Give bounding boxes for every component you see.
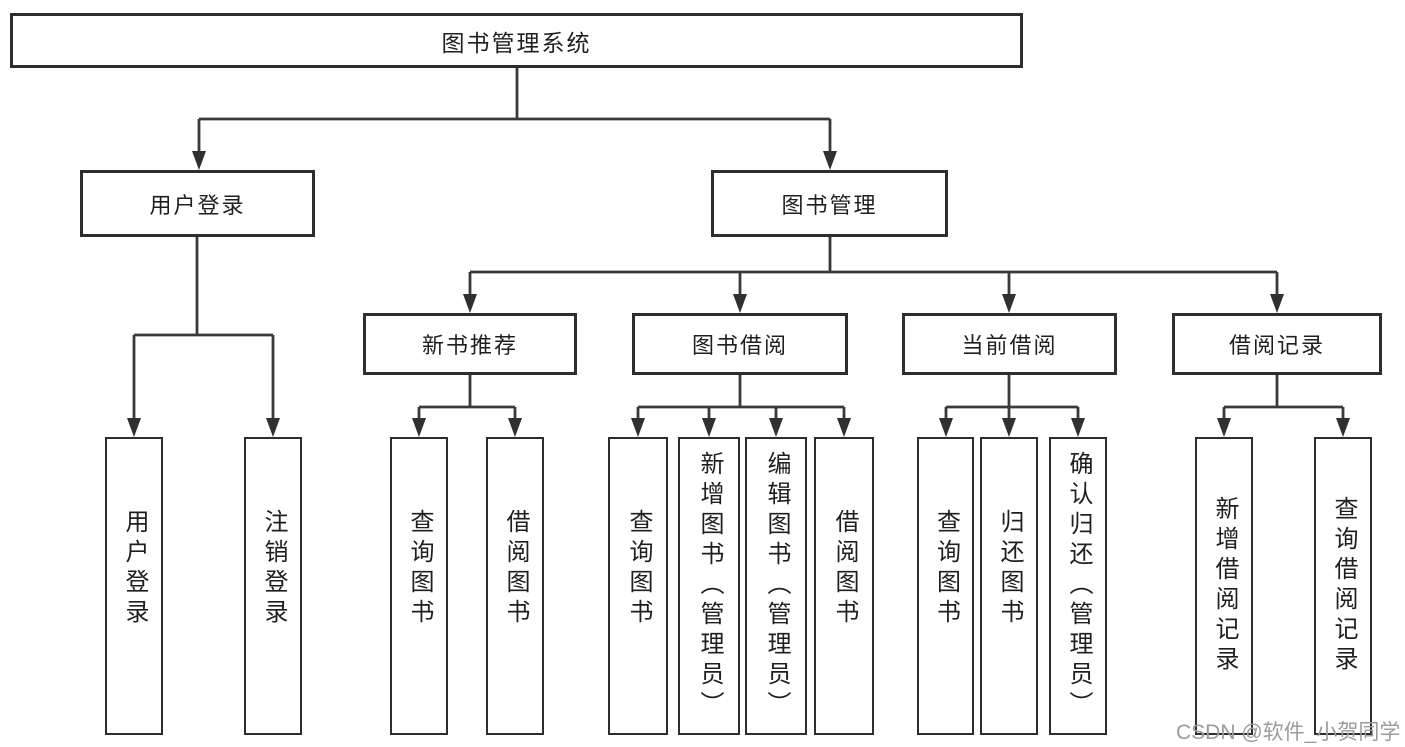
node-label: 查询图书	[625, 509, 652, 629]
node-label: 查询图书	[406, 509, 433, 629]
leaf-add-borrow-record: 新增借阅记录	[1195, 437, 1253, 735]
node-label: 编辑图书（管理员）	[763, 451, 790, 721]
leaf-query-books-current: 查询图书	[917, 437, 974, 735]
node-label: 借阅图书	[831, 509, 858, 629]
leaf-borrow-books: 借阅图书	[814, 437, 874, 735]
node-label: 图书管理系统	[441, 29, 592, 56]
node-label: 当前借阅	[961, 333, 1058, 358]
node-label: 用户登录	[121, 509, 148, 629]
watermark-text: CSDN @软件_小贺同学	[1176, 721, 1401, 744]
node-label: 图书管理	[781, 192, 878, 218]
node-user-login: 用户登录	[80, 170, 315, 237]
node-book-management: 图书管理	[711, 170, 948, 237]
leaf-user-login: 用户登录	[105, 437, 163, 735]
node-library-system: 图书管理系统	[10, 13, 1023, 68]
leaf-query-books-borrow: 查询图书	[608, 437, 668, 735]
node-label: 借阅图书	[502, 509, 529, 629]
node-current-borrowing: 当前借阅	[902, 313, 1117, 375]
leaf-confirm-return-admin: 确认归还（管理员）	[1049, 437, 1107, 735]
node-label: 查询借阅记录	[1330, 496, 1357, 676]
node-book-borrowing: 图书借阅	[632, 313, 848, 375]
node-borrowing-records: 借阅记录	[1172, 313, 1382, 375]
leaf-borrow-books-recommend: 借阅图书	[486, 437, 544, 735]
node-label: 新增图书（管理员）	[696, 451, 723, 721]
node-label: 查询图书	[932, 509, 960, 629]
node-new-book-recommendation: 新书推荐	[363, 313, 577, 375]
leaf-add-book-admin: 新增图书（管理员）	[678, 437, 740, 735]
node-label: 新书推荐	[421, 333, 518, 358]
leaf-logout: 注销登录	[244, 437, 302, 735]
leaf-return-book: 归还图书	[980, 437, 1038, 735]
leaf-edit-book-admin: 编辑图书（管理员）	[745, 437, 807, 735]
leaf-query-borrow-record: 查询借阅记录	[1314, 437, 1372, 735]
node-label: 图书借阅	[691, 333, 788, 358]
node-label: 借阅记录	[1228, 333, 1325, 358]
node-label: 用户登录	[149, 192, 246, 218]
node-label: 注销登录	[260, 509, 287, 629]
node-label: 确认归还（管理员）	[1065, 451, 1092, 721]
leaf-query-books-recommend: 查询图书	[390, 437, 448, 735]
node-label: 新增借阅记录	[1211, 496, 1238, 676]
node-label: 归还图书	[996, 509, 1023, 629]
